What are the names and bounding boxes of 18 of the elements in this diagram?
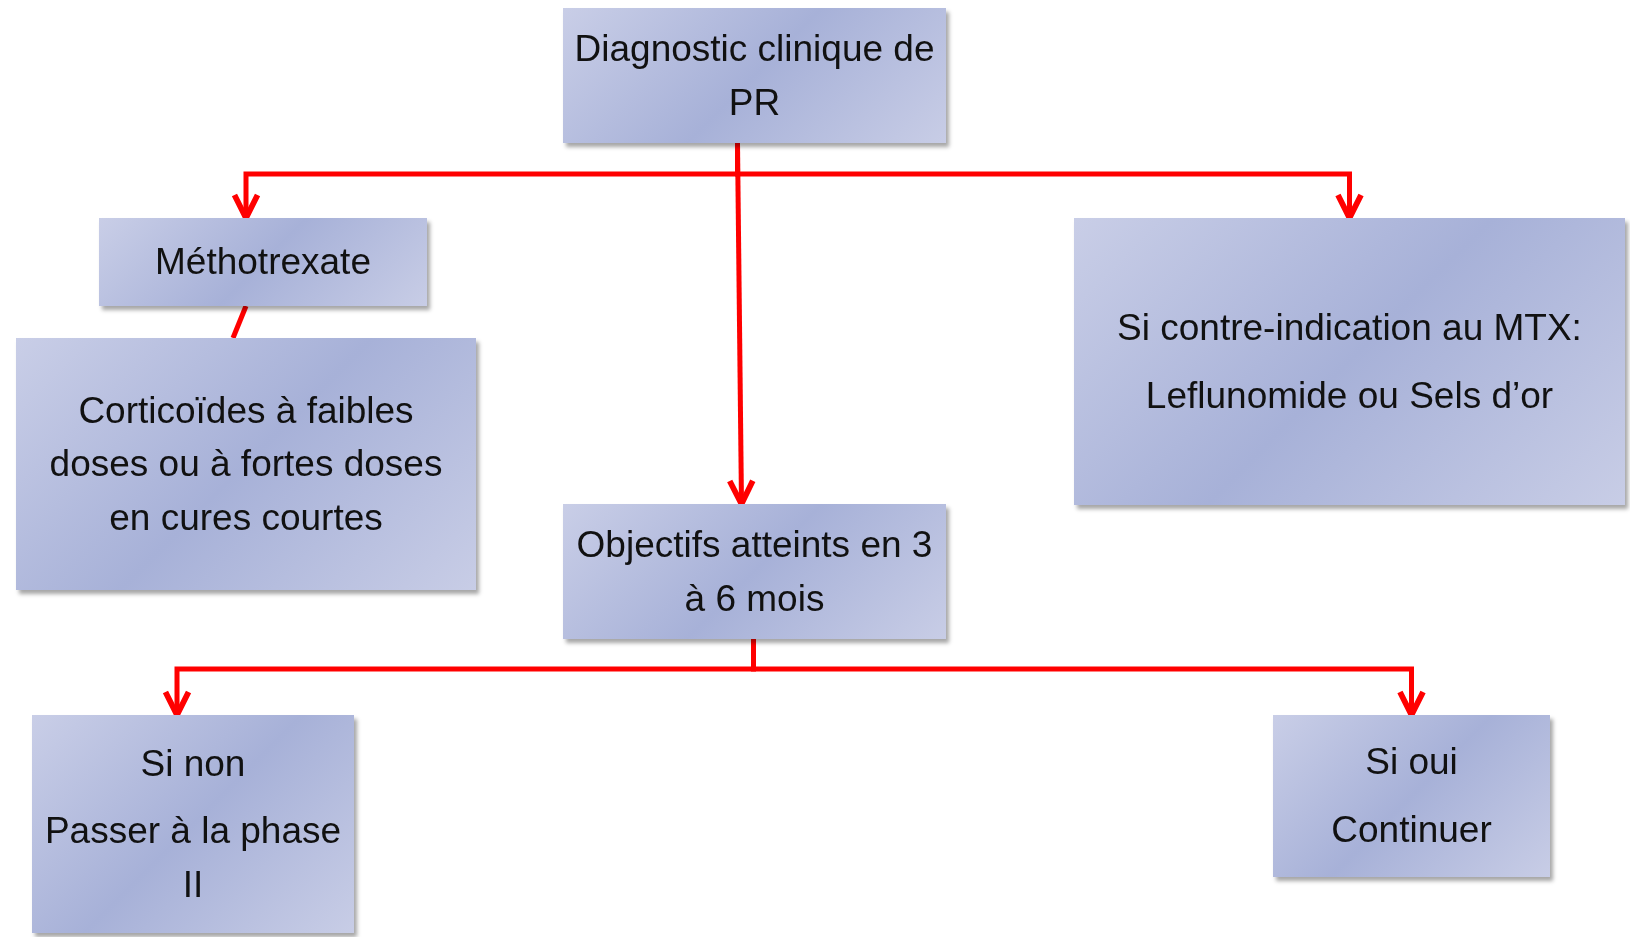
box-text: Si non <box>140 741 246 786</box>
box-text: Méthotrexate <box>155 240 371 285</box>
box-text: Diagnostic clinique de PR <box>573 26 936 125</box>
process-box <box>32 715 354 933</box>
process-box <box>1273 715 1550 877</box>
process-box <box>563 504 946 639</box>
box-text: Passer à la phase II <box>43 809 343 907</box>
box-text: Corticoïdes à faibles doses ou à fortes doses en cures courtes <box>48 388 444 540</box>
connector-line <box>230 305 249 339</box>
process-box <box>563 8 946 143</box>
box-text: Si oui <box>1365 740 1458 785</box>
box-text: Si contre-indication au MTX: <box>1117 305 1582 350</box>
box-text: Leflunomide ou Sels d’or <box>1145 373 1554 418</box>
process-box <box>99 218 427 306</box>
box-text: Objectifs atteints en 3 à 6 mois <box>575 522 934 621</box>
box-text: Continuer <box>1331 808 1492 852</box>
process-box <box>1074 218 1625 505</box>
process-box <box>16 338 476 590</box>
